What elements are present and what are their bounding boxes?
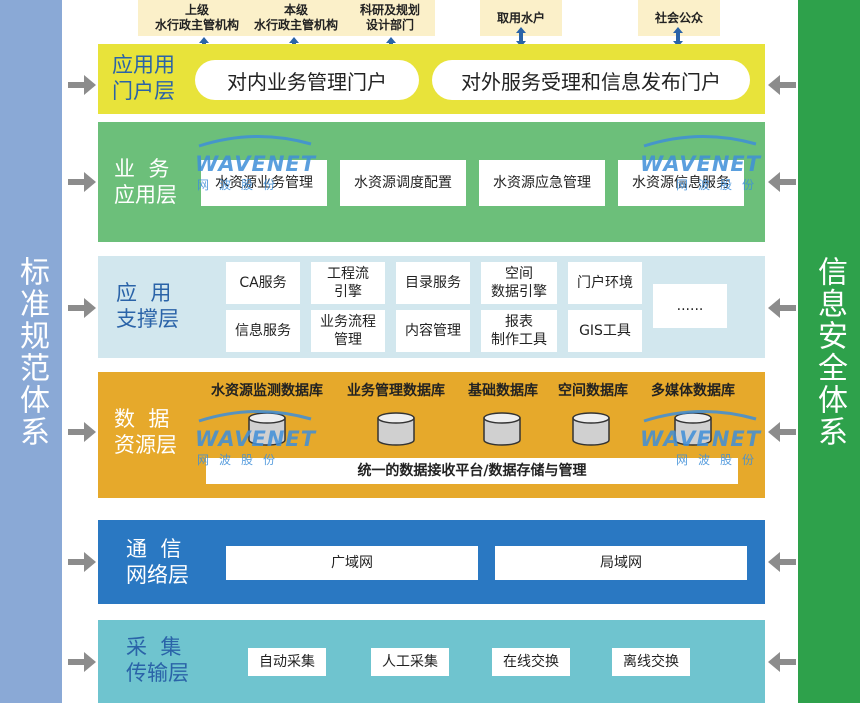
business-item: 水资源信息服务: [618, 160, 744, 206]
support-item: 业务流程 管理: [311, 310, 385, 352]
business-item: 水资源应急管理: [479, 160, 605, 206]
network-layer-title: 通 信 网络层: [126, 537, 189, 587]
support-layer: 应 用 支撑层 CA服务 工程流 引擎 目录服务 空间 数据引擎 门户环境 信息…: [98, 256, 765, 358]
db-label: 多媒体数据库: [651, 383, 735, 399]
watermark-swoosh-icon: [643, 134, 757, 148]
watermark-brand: WAVENET: [640, 152, 762, 176]
watermark-brand: WAVENET: [195, 427, 317, 451]
right-arrow-icon: [68, 652, 96, 672]
stakeholder-research-dept: 科研及规划 设计部门: [345, 0, 435, 36]
right-arrow-icon: [68, 298, 96, 318]
updown-arrow-icon: [516, 27, 526, 47]
watermark-swoosh-icon: [643, 409, 757, 423]
support-item: 内容管理: [396, 310, 470, 352]
business-layer-title: 业 务 应用层: [114, 157, 177, 207]
left-arrow-icon: [768, 422, 796, 442]
support-item: 目录服务: [396, 262, 470, 304]
stakeholder-local-authority: 本级 水行政主管机构: [244, 0, 348, 36]
data-layer-title: 数 据 资源层: [114, 407, 177, 457]
watermark-logo: WAVENET 网波股份: [640, 408, 790, 468]
watermark-logo: WAVENET 网波股份: [195, 133, 345, 193]
watermark-logo: WAVENET 网波股份: [195, 408, 345, 468]
watermark-sub: 网波股份: [197, 453, 286, 467]
watermark-sub: 网波股份: [676, 453, 765, 467]
right-arrow-icon: [68, 172, 96, 192]
support-item: 信息服务: [226, 310, 300, 352]
standards-system-bar: 标准规范体系: [0, 0, 62, 703]
left-arrow-icon: [768, 552, 796, 572]
business-item: 水资源调度配置: [340, 160, 466, 206]
database-icon: [248, 412, 286, 446]
network-item: 局域网: [495, 546, 747, 580]
watermark-swoosh-icon: [198, 409, 312, 423]
left-arrow-icon: [768, 298, 796, 318]
support-item: 空间 数据引擎: [481, 262, 557, 304]
watermark-swoosh-icon: [198, 134, 312, 148]
watermark-logo: WAVENET 网波股份: [640, 133, 790, 193]
data-layer: 数 据 资源层 水资源监测数据库 业务管理数据库 基础数据库 空间数据库 多媒体…: [98, 372, 765, 498]
database-icon: [674, 412, 712, 446]
support-item: 门户环境: [568, 262, 642, 304]
left-arrow-icon: [768, 75, 796, 95]
watermark-sub: 网波股份: [197, 178, 286, 192]
db-label: 业务管理数据库: [347, 383, 445, 399]
database-icon: [483, 412, 521, 446]
db-label: 水资源监测数据库: [211, 383, 323, 399]
database-icon: [377, 412, 415, 446]
support-item: 工程流 引擎: [311, 262, 385, 304]
support-item: CA服务: [226, 262, 300, 304]
standards-system-label: 标准规范体系: [14, 255, 49, 448]
business-item: 水资源业务管理: [201, 160, 327, 206]
data-platform: 统一的数据接收平台/数据存储与管理: [206, 458, 738, 484]
db-label: 基础数据库: [468, 383, 538, 399]
right-arrow-icon: [68, 552, 96, 572]
right-arrow-icon: [68, 75, 96, 95]
collect-item: 离线交换: [612, 648, 690, 676]
portal-layer: 应用用 门户层 对内业务管理门户 对外服务受理和信息发布门户: [98, 44, 765, 114]
support-item: GIS工具: [568, 310, 642, 352]
network-layer: 通 信 网络层 广域网 局域网: [98, 520, 765, 604]
network-item: 广域网: [226, 546, 478, 580]
left-arrow-icon: [768, 652, 796, 672]
watermark-brand: WAVENET: [640, 427, 762, 451]
external-portal: 对外服务受理和信息发布门户: [432, 60, 750, 100]
internal-portal: 对内业务管理门户: [195, 60, 419, 100]
security-system-bar: 信息安全体系: [798, 0, 860, 703]
security-system-label: 信息安全体系: [812, 255, 847, 448]
collect-layer: 采 集 传输层 自动采集 人工采集 在线交换 离线交换: [98, 620, 765, 703]
collect-layer-title: 采 集 传输层: [126, 635, 189, 685]
support-more: ......: [653, 284, 727, 328]
database-icon: [572, 412, 610, 446]
support-layer-title: 应 用 支撑层: [116, 281, 179, 331]
portal-layer-title: 应用用 门户层: [112, 53, 175, 103]
stakeholder-superior-authority: 上级 水行政主管机构: [138, 0, 256, 36]
db-label: 空间数据库: [558, 383, 628, 399]
business-layer: 业 务 应用层 水资源业务管理 水资源调度配置 水资源应急管理 水资源信息服务: [98, 122, 765, 242]
right-arrow-icon: [68, 422, 96, 442]
watermark-sub: 网波股份: [676, 178, 765, 192]
support-item: 报表 制作工具: [481, 310, 557, 352]
left-arrow-icon: [768, 172, 796, 192]
updown-arrow-icon: [673, 27, 683, 47]
watermark-brand: WAVENET: [195, 152, 317, 176]
collect-item: 自动采集: [248, 648, 326, 676]
collect-item: 人工采集: [371, 648, 449, 676]
collect-item: 在线交换: [492, 648, 570, 676]
